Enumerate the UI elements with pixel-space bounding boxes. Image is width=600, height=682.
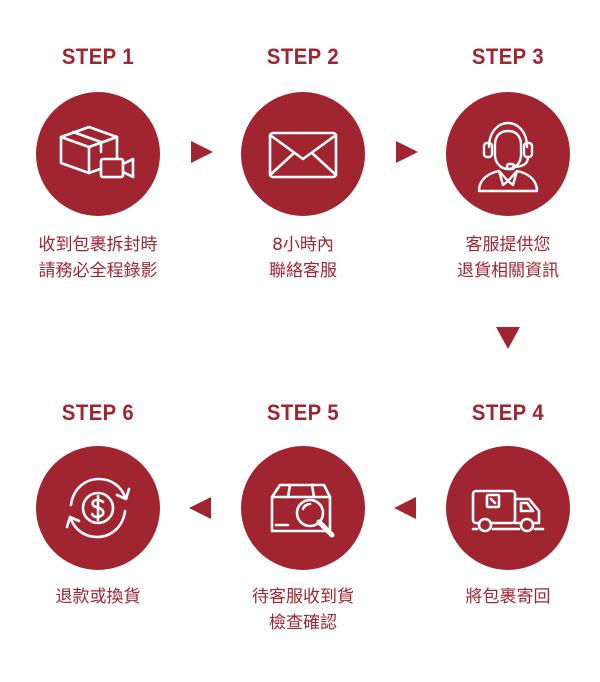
box-inspect-icon	[270, 483, 335, 538]
step-1-title: STEP 1	[61, 44, 135, 69]
step-6-circle	[36, 446, 160, 570]
step-4: STEP 4 將包裹寄回	[408, 400, 600, 610]
delivery-truck-icon	[471, 489, 545, 533]
refund-exchange-icon	[65, 477, 131, 539]
step-4-circle	[446, 446, 570, 570]
step-3-title: STEP 3	[471, 44, 545, 69]
step-3: STEP 3 客服提供您 退貨相關資訊	[408, 44, 600, 284]
step-2-title: STEP 2	[266, 44, 340, 69]
step-4-title: STEP 4	[471, 400, 545, 425]
step-5: STEP 5 待客服收到貨 檢查確認	[203, 400, 403, 636]
step-6-description: 退款或換貨	[55, 587, 141, 607]
step-3-circle	[446, 92, 570, 216]
headset-agent-icon	[477, 121, 539, 193]
step-5-description: 待客服收到貨 檢查確認	[252, 587, 354, 633]
arrow-right-icon	[191, 141, 213, 163]
step-2-description: 8小時內 聯絡客服	[269, 235, 337, 281]
step-1: STEP 1 收到包裹拆封時 請務必全程錄影	[0, 44, 198, 284]
package-video-icon	[59, 125, 135, 179]
step-1-circle	[36, 92, 160, 216]
step-3-description: 客服提供您 退貨相關資訊	[457, 235, 559, 281]
step-2-circle	[241, 92, 365, 216]
step-5-circle	[241, 446, 365, 570]
step-6-title: STEP 6	[61, 400, 135, 425]
step-4-description: 將包裹寄回	[465, 587, 551, 607]
arrow-left-icon	[189, 497, 211, 519]
step-5-title: STEP 5	[266, 400, 340, 425]
arrow-left-icon	[394, 497, 416, 519]
step-1-description: 收到包裹拆封時 請務必全程錄影	[38, 235, 158, 281]
step-2: STEP 2 8小時內 聯絡客服	[203, 44, 403, 284]
step-6: STEP 6 退款或換貨	[0, 400, 198, 610]
arrow-right-icon	[396, 141, 418, 163]
envelope-icon	[268, 131, 338, 179]
arrow-down-icon	[496, 327, 520, 349]
